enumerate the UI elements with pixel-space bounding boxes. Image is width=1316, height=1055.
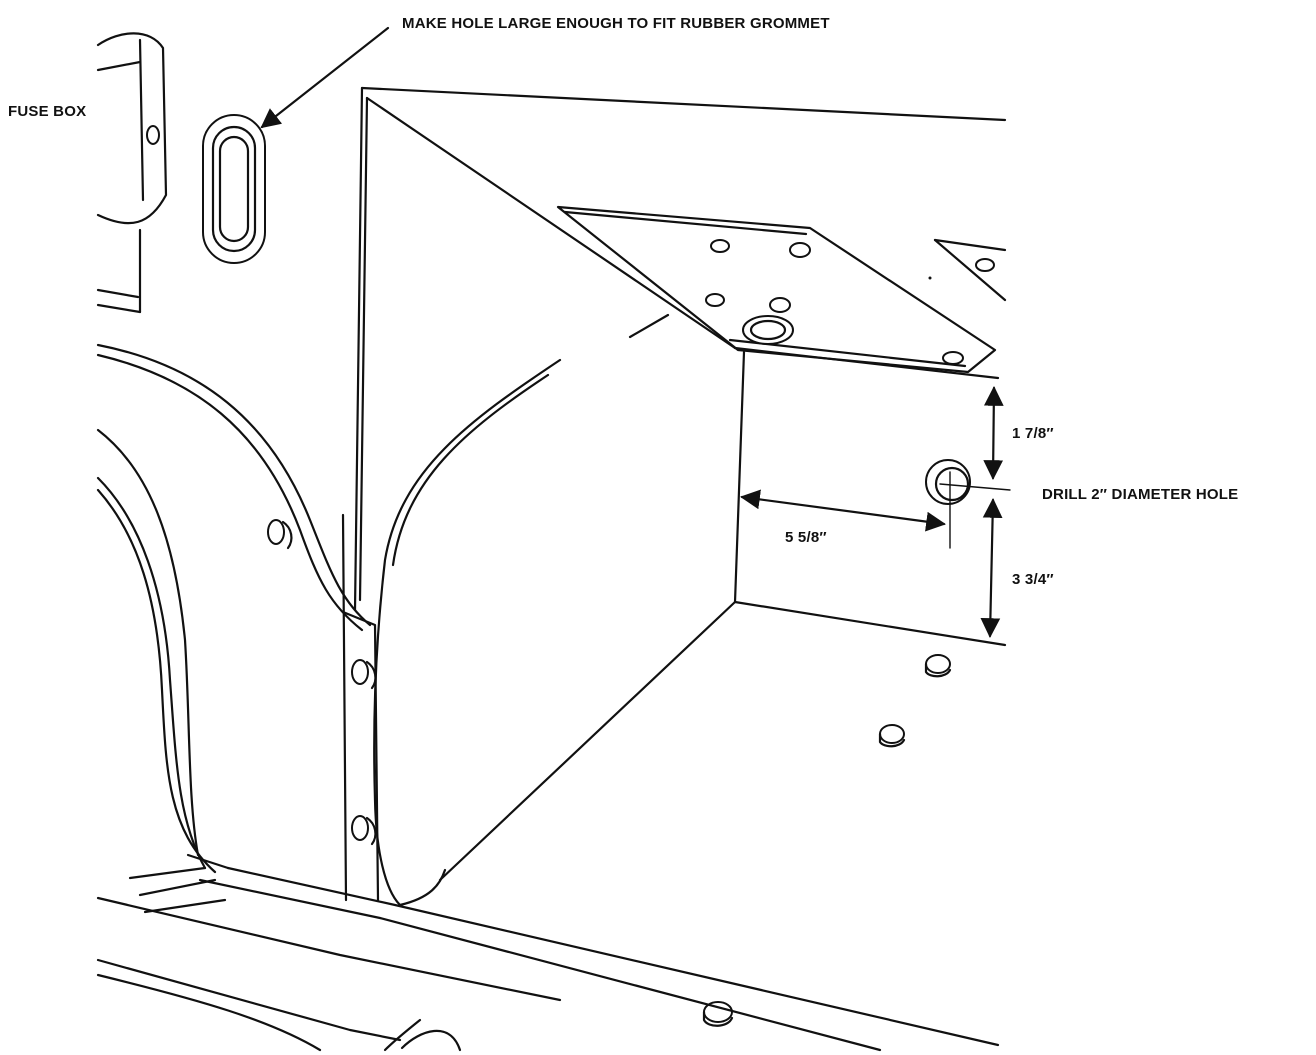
second-plate: [928, 238, 1007, 302]
inner-fender-curve: [341, 358, 562, 907]
rubber-grommet: [202, 114, 266, 264]
grommet-leader-arrow: [260, 26, 390, 129]
drill-hole: [925, 459, 1011, 549]
dimension-arrow-bottom: [980, 498, 1003, 638]
dimension-horizontal-label: 5 5/8″: [785, 529, 827, 546]
dimension-arrow-top: [983, 386, 1004, 480]
fuse-box-panel: [96, 32, 168, 314]
box-side-panel: [341, 86, 1007, 902]
dimension-bottom-label: 3 3/4″: [1012, 571, 1054, 588]
grommet-note-label: MAKE HOLE LARGE ENOUGH TO FIT RUBBER GRO…: [402, 15, 830, 32]
floor-rails: [96, 866, 1000, 1052]
drill-note-label: DRILL 2″ DIAMETER HOLE: [1042, 486, 1239, 503]
floor-rivets: [702, 654, 952, 1027]
dimension-top-label: 1 7/8″: [1012, 425, 1054, 442]
fuse-box-label: FUSE BOX: [8, 103, 87, 120]
mounting-plate: [556, 205, 997, 374]
wheel-well: [96, 343, 372, 874]
dimension-arrow-horizontal: [740, 489, 946, 532]
